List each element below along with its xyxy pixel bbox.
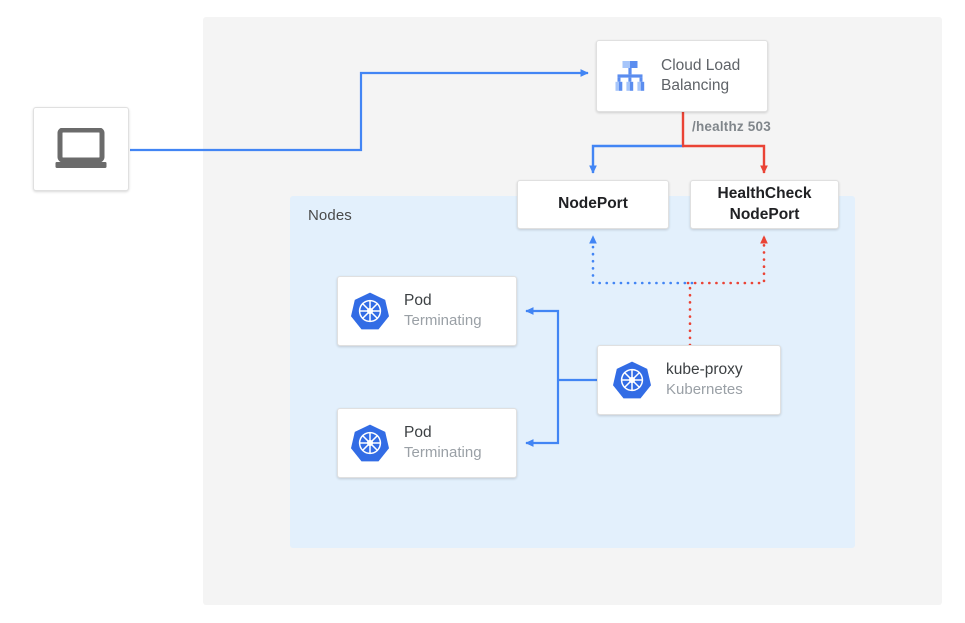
healthz-edge-label: /healthz 503 [692,119,771,134]
healthcheck-nodeport-label-line1: HealthCheck [717,185,812,203]
nodes-region-label: Nodes [308,207,352,224]
kube-proxy-node[interactable]: kube-proxy Kubernetes [597,345,781,415]
client-node[interactable] [33,107,129,191]
pod-2-title: Pod [404,424,432,442]
kubernetes-icon [351,424,389,462]
kubernetes-icon [351,292,389,330]
kube-proxy-title: kube-proxy [666,361,743,379]
laptop-icon [55,128,107,168]
nodeport-node[interactable]: NodePort [517,180,669,229]
pod-2-status: Terminating [404,444,482,462]
cloud-load-balancing-node[interactable]: Cloud Load Balancing [596,40,768,112]
pod-node-2[interactable]: Pod Terminating [337,408,517,478]
pod-1-title: Pod [404,292,432,310]
kubernetes-icon [613,361,651,399]
cloud-load-balancing-icon [615,61,645,91]
healthcheck-nodeport-label-line2: NodePort [729,205,800,223]
healthcheck-nodeport-node[interactable]: HealthCheck NodePort [690,180,839,229]
kube-proxy-subtitle: Kubernetes [666,381,743,399]
nodeport-label: NodePort [558,195,628,213]
cloud-load-balancing-title-line2: Balancing [661,77,730,94]
cloud-load-balancing-title-line1: Cloud Load [661,57,741,75]
pod-node-1[interactable]: Pod Terminating [337,276,517,346]
pod-1-status: Terminating [404,312,482,330]
